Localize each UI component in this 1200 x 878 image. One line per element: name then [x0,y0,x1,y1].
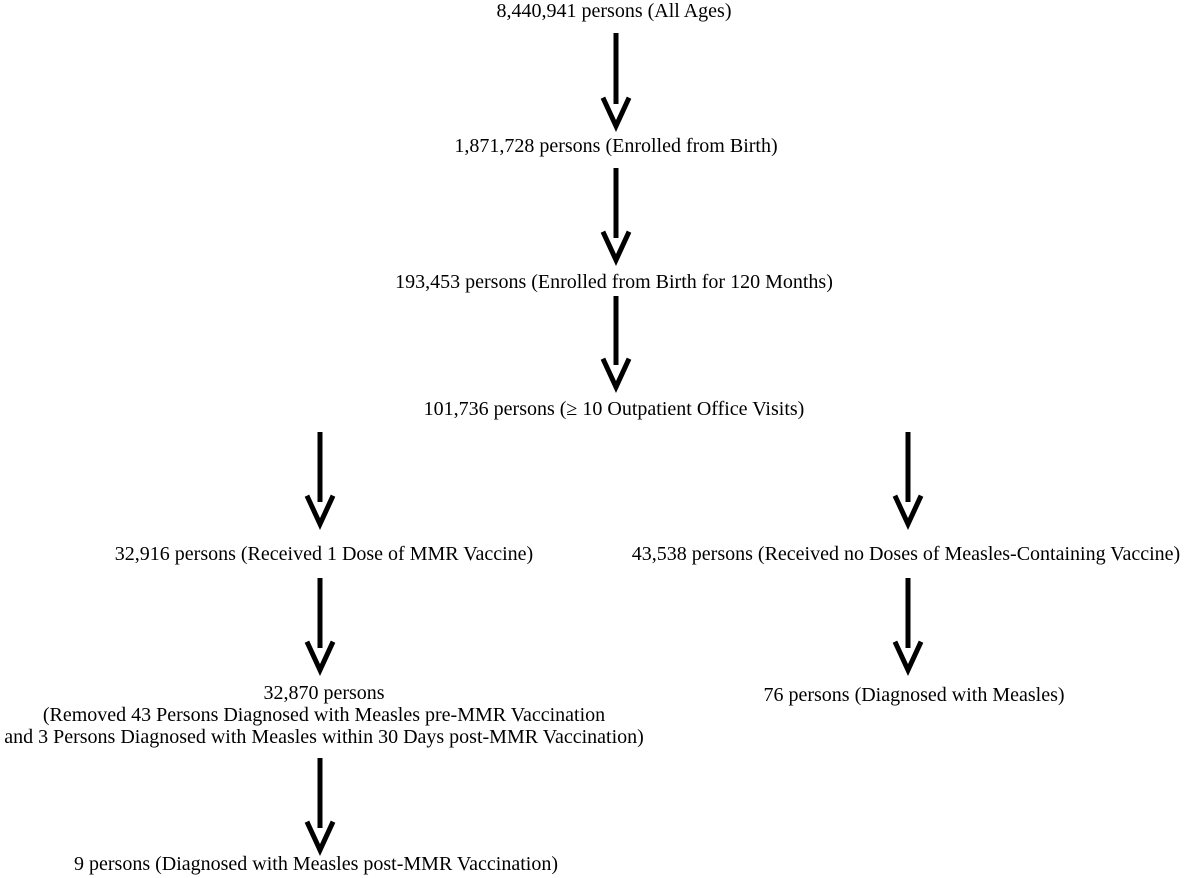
arrow-mmr1-to-removed [304,578,336,676]
node-all-ages: 8,440,941 persons (All Ages) [497,0,732,22]
node-text: 76 persons (Diagnosed with Measles) [763,684,1065,706]
node-enrolled-from-birth: 1,871,728 persons (Enrolled from Birth) [454,135,777,157]
arrow-birth-to-birth120 [600,168,632,266]
node-text: 8,440,941 persons (All Ages) [496,0,732,22]
node-text: 43,538 persons (Received no Doses of Mea… [631,543,1181,565]
node-text: 101,736 persons (≥ 10 Outpatient Office … [423,398,805,420]
node-text-line-2: (Removed 43 Persons Diagnosed with Measl… [42,704,606,726]
arrow-all-to-birth [600,33,632,132]
node-outpatient-visits: 101,736 persons (≥ 10 Outpatient Office … [424,398,805,420]
node-diagnosed-measles: 76 persons (Diagnosed with Measles) [763,684,1064,706]
node-text: 193,453 persons (Enrolled from Birth for… [395,271,833,293]
node-received-no-doses: 43,538 persons (Received no Doses of Mea… [632,543,1180,565]
arrow-birth120-to-visits [600,296,632,393]
node-received-1-dose: 32,916 persons (Received 1 Dose of MMR V… [115,543,533,565]
node-text: 1,871,728 persons (Enrolled from Birth) [454,135,778,157]
arrow-visits-to-mmr1 [304,432,336,530]
node-text-line-3: and 3 Persons Diagnosed with Measles wit… [4,726,644,748]
node-diagnosed-post-mmr: 9 persons (Diagnosed with Measles post-M… [74,853,558,875]
node-text: 32,916 persons (Received 1 Dose of MMR V… [114,543,534,565]
node-removed-persons: 32,870 persons (Removed 43 Persons Diagn… [4,682,644,748]
arrow-removed-to-postmmr [304,758,336,856]
arrow-nodose-to-measles [892,578,924,676]
arrow-visits-to-nodose [892,432,924,530]
node-enrolled-120-months: 193,453 persons (Enrolled from Birth for… [395,271,833,293]
node-text-line-1: 32,870 persons [263,682,385,704]
node-text: 9 persons (Diagnosed with Measles post-M… [73,853,559,875]
